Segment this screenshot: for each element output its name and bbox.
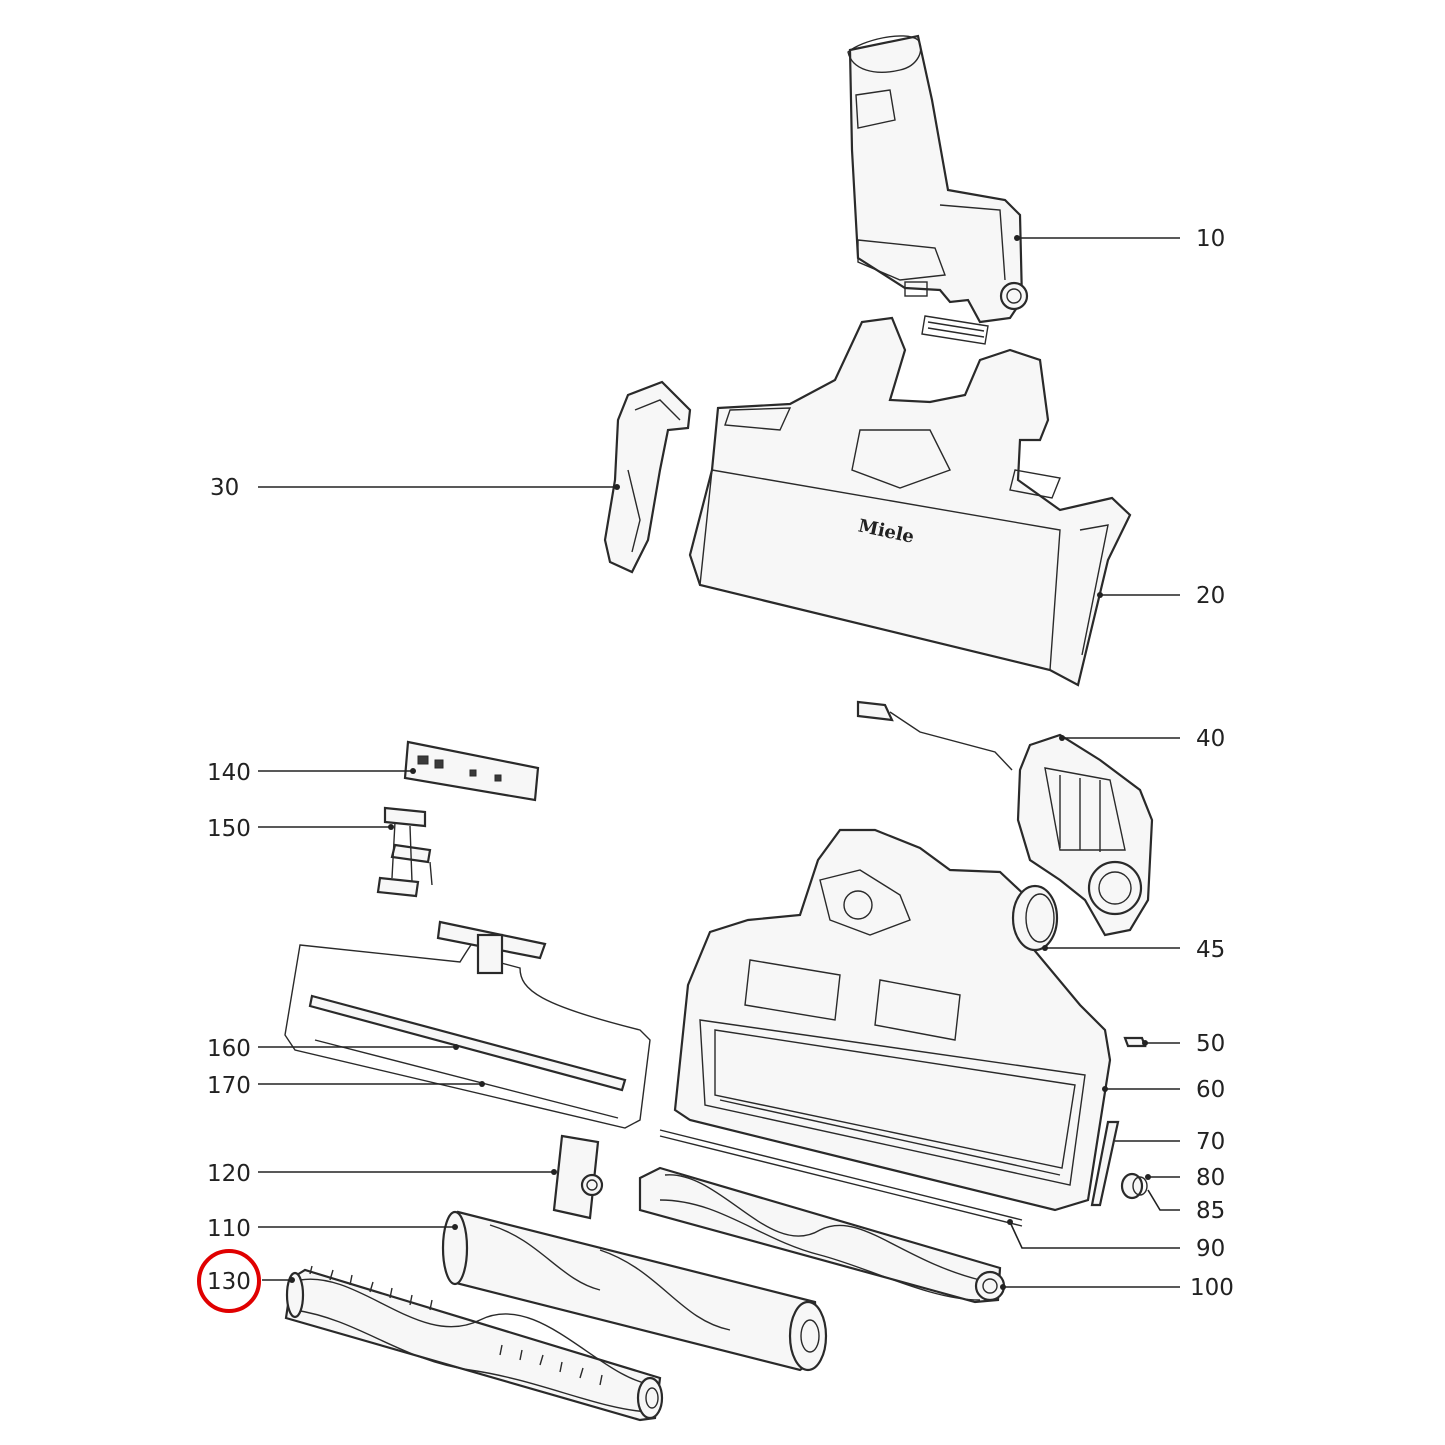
part-60-housing [673, 828, 1112, 1212]
callout-150: 150 [207, 816, 251, 842]
leader-85 [1147, 1189, 1180, 1211]
callout-120: 120 [207, 1161, 251, 1187]
callout-20: 20 [1196, 583, 1225, 609]
part-70-strip [1090, 1120, 1120, 1207]
part-30-side-cover [603, 380, 692, 574]
part-20-top-cover [688, 316, 1132, 687]
callout-45: 45 [1196, 937, 1225, 963]
leader-90 [1009, 1221, 1180, 1249]
part-100-brush-roller [638, 1166, 1006, 1304]
callout-140: 140 [207, 760, 251, 786]
highlight-circle-130 [197, 1249, 261, 1313]
part-110-roller [441, 1210, 828, 1372]
part-40-motor [856, 700, 1154, 937]
part-130-brush-roller [284, 1265, 664, 1422]
part-140-circuit-board [403, 740, 540, 802]
callout-30: 30 [210, 475, 239, 501]
part-45-wheel [1011, 884, 1059, 952]
callout-160: 160 [207, 1036, 251, 1062]
callout-50: 50 [1196, 1031, 1225, 1057]
callout-60: 60 [1196, 1077, 1225, 1103]
part-10-swivel-neck [847, 34, 1029, 345]
callout-70: 70 [1196, 1129, 1225, 1155]
part-150-connector [376, 806, 433, 898]
part-80-85-small-wheel [1120, 1172, 1148, 1200]
callout-110: 110 [207, 1216, 251, 1242]
callout-170: 170 [207, 1073, 251, 1099]
callout-90: 90 [1196, 1236, 1225, 1262]
part-90-sealing-strip [659, 1129, 1023, 1227]
callout-100: 100 [1190, 1275, 1234, 1301]
callout-labels: 10 20 30 40 45 50 60 70 80 85 90 100 110… [207, 226, 1234, 1301]
part-120-end-cap [552, 1134, 604, 1220]
callout-40: 40 [1196, 726, 1225, 752]
part-50-screw [1123, 1036, 1147, 1048]
callout-10: 10 [1196, 226, 1225, 252]
callout-80: 80 [1196, 1165, 1225, 1191]
leader-lines [258, 235, 1180, 1290]
callout-85: 85 [1196, 1198, 1225, 1224]
callout-130: 130 [207, 1269, 251, 1295]
part-160-170-cable-bars [284, 920, 651, 1129]
